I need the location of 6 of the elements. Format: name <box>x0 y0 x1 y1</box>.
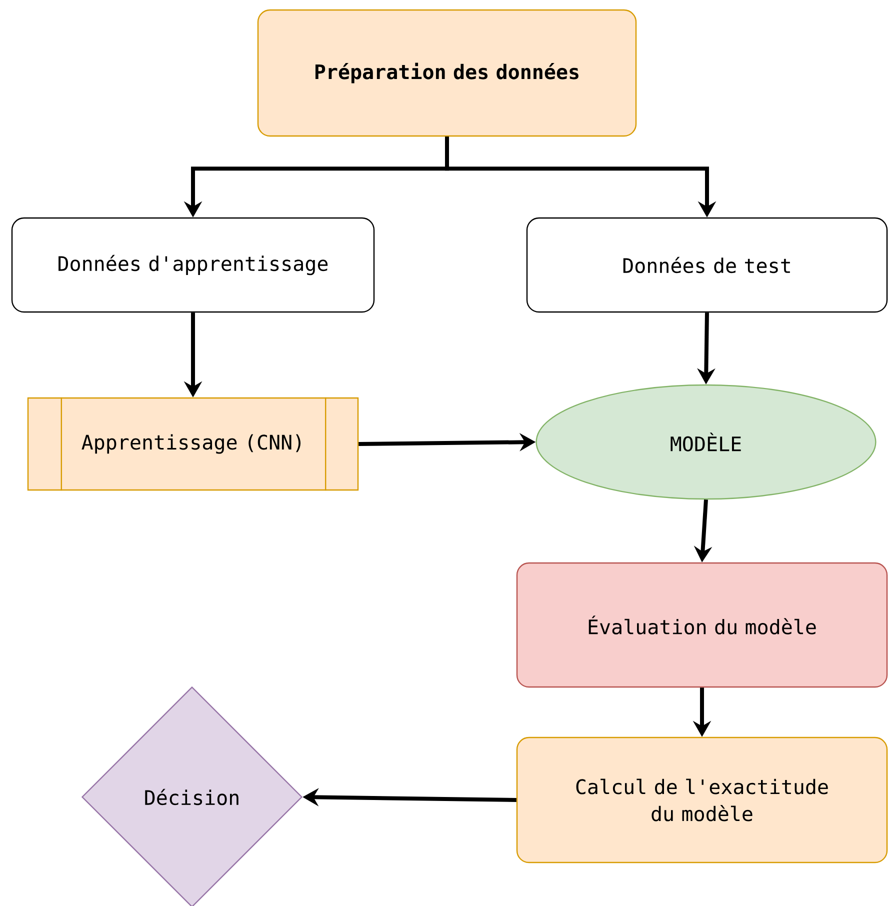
process-box: Préparation des données <box>257 9 637 137</box>
process-box: Données d'apprentissage <box>11 217 375 313</box>
process-box: Données de test <box>526 217 888 313</box>
process-box: Évaluation du modèle <box>516 562 888 688</box>
process-box: Calcul de l'exactitude du modèle <box>516 736 888 864</box>
subprocess-box: Apprentissage (CNN) <box>27 397 359 491</box>
